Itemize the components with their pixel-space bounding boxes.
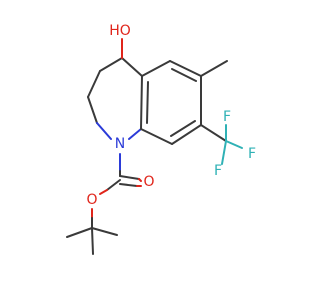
bond-c8-cf3: [200, 124, 227, 142]
bond-tbu-methyl-right: [91, 227, 118, 236]
hydroxyl-label: HO: [109, 23, 131, 39]
molecule-structure-canvas: HO F F F N O O: [66, 23, 256, 255]
bond-c5-c4: [99, 57, 123, 72]
bond-c5a-c6: [141, 60, 171, 77]
bond-c4-c3: [87, 70, 101, 98]
bond-ester-o-approach: [99, 189, 108, 195]
fluorine-right-label: F: [248, 146, 256, 162]
bond-c6-c7-inner: [171, 68, 197, 82]
fluorine-top-label: F: [223, 109, 231, 125]
bond-c8-c9-inner: [170, 120, 196, 137]
bond-c9a-inner: [146, 81, 149, 124]
bond-carbonyl-double-1: [138, 178, 142, 182]
bond-carbonyl-ester-o: [106, 179, 121, 191]
bond-tbu-methyl-bottom: [91, 227, 94, 255]
bond-c5-c5a: [121, 57, 143, 77]
fluorine-bottom-label: F: [214, 163, 222, 179]
bond-c6-c7: [169, 60, 202, 77]
bond-c2-n1: [96, 122, 112, 140]
molecule-diagram: HO F F F N O O: [66, 23, 256, 255]
bond-c7-methyl: [200, 60, 228, 77]
bond-c8-c9: [171, 124, 202, 145]
bond-cf3-f-bottom: [221, 140, 227, 165]
bond-carbonyl-to-o: [119, 175, 140, 180]
bond-c5a-c9a: [140, 75, 143, 130]
bond-c9-c9a: [140, 128, 173, 145]
nitrogen-label: N: [115, 136, 125, 152]
bond-c3-c2: [87, 96, 98, 124]
carbonyl-oxygen-label: O: [143, 174, 154, 190]
bond-tbu-methyl-left: [66, 227, 93, 238]
bond-n1-c9a: [128, 128, 142, 140]
ester-oxygen-label: O: [86, 192, 97, 208]
bond-carbonyl-double-2a: [119, 183, 138, 187]
bond-cf3-f-right: [225, 140, 243, 149]
